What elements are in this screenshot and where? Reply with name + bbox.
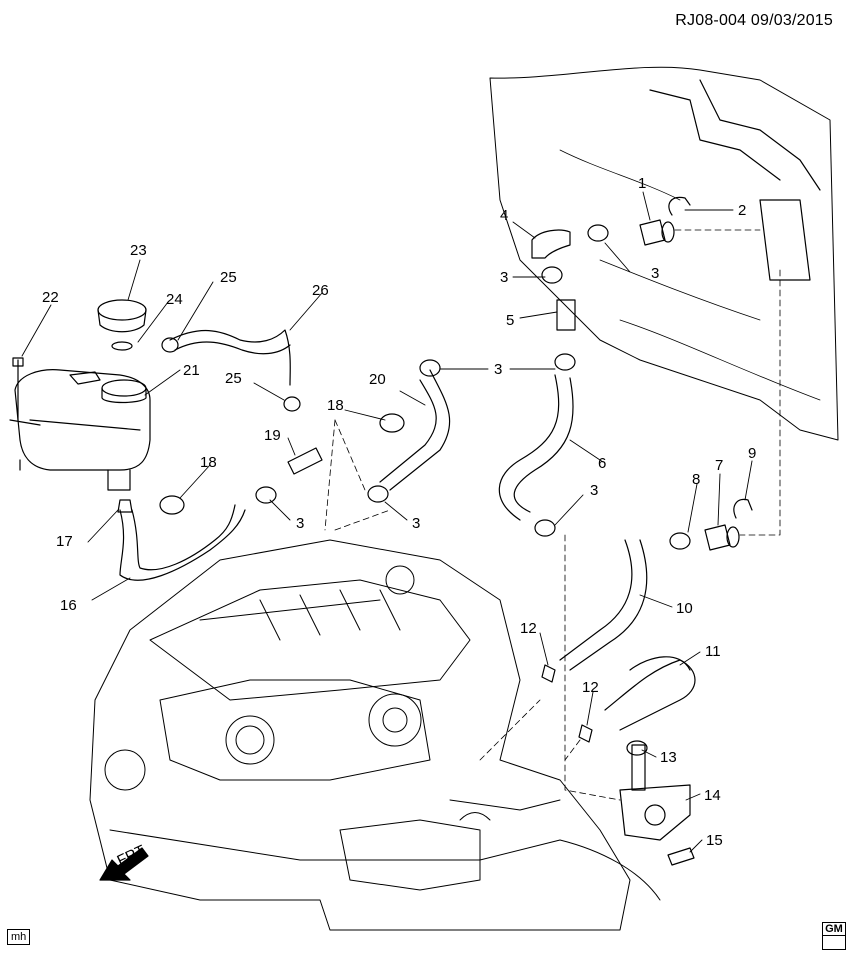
callout-4: 4 [500, 207, 508, 224]
hose-10 [559, 539, 648, 671]
callout-20: 20 [369, 371, 386, 388]
reservoir-cap [97, 299, 147, 351]
diagram-date: 09/03/2015 [750, 12, 833, 29]
callout-24: 24 [166, 291, 183, 308]
gm-logo-text: GM [825, 923, 843, 935]
callout-3f: 3 [412, 515, 420, 532]
front-arrow-icon [99, 847, 149, 881]
callout-25: 25 [220, 269, 237, 286]
callout-22: 22 [42, 289, 59, 306]
callout-2: 2 [738, 202, 746, 219]
gm-logo: GM [822, 922, 846, 950]
callout-19: 19 [264, 427, 281, 444]
callout-12: 12 [520, 620, 537, 637]
callout-12b: 12 [582, 679, 599, 696]
callout-9: 9 [748, 445, 756, 462]
engine-assembly [89, 539, 661, 931]
callout-14: 14 [704, 787, 721, 804]
diagram-header: RJ08-004 09/03/2015 [675, 12, 833, 30]
hose-11 [604, 656, 696, 731]
diagram-code: RJ08-004 [675, 12, 747, 29]
valve-14 [619, 744, 691, 841]
initials-box: mh [7, 929, 31, 945]
hose-4 [531, 229, 571, 259]
callout-3c: 3 [494, 361, 502, 378]
callout-26: 26 [312, 282, 329, 299]
callout-1: 1 [638, 175, 646, 192]
leader-lines [21, 191, 753, 853]
retaining-clip-9 [733, 498, 753, 519]
hose-20 [379, 369, 451, 491]
callout-17: 17 [56, 533, 73, 550]
callout-3e: 3 [296, 515, 304, 532]
callout-3: 3 [651, 265, 659, 282]
callout-labels: 1 2 3 4 3 5 3 6 3 7 8 9 10 11 12 12 13 1… [42, 175, 756, 870]
callout-18b: 18 [327, 397, 344, 414]
alignment-lines [324, 229, 781, 801]
callout-21: 21 [183, 362, 200, 379]
hose-26 [169, 329, 291, 386]
connector-19 [287, 447, 323, 475]
callout-15: 15 [706, 832, 723, 849]
body-panel [489, 66, 839, 441]
hose-6 [498, 374, 574, 521]
callout-3b: 3 [500, 269, 508, 286]
hose-16 [119, 504, 246, 581]
callout-11: 11 [705, 643, 721, 660]
coolant-reservoir [9, 369, 151, 491]
callout-6: 6 [598, 455, 606, 472]
callout-7: 7 [715, 457, 723, 474]
callout-10: 10 [676, 600, 693, 617]
bolt-22 [12, 357, 24, 421]
connector-7 [704, 524, 740, 551]
gm-logo-underline [823, 935, 845, 948]
bolt-15 [667, 847, 695, 866]
callout-16: 16 [60, 597, 77, 614]
callout-18: 18 [200, 454, 217, 471]
callout-23: 23 [130, 242, 147, 259]
callout-25b: 25 [225, 370, 242, 387]
hose-5 [556, 299, 576, 331]
callout-5: 5 [506, 312, 514, 329]
callout-3d: 3 [590, 482, 598, 499]
callout-13: 13 [660, 749, 677, 766]
retaining-clip-2 [668, 196, 691, 216]
callout-8: 8 [692, 471, 700, 488]
clamp-group [117, 224, 691, 756]
connector-1 [639, 219, 675, 246]
